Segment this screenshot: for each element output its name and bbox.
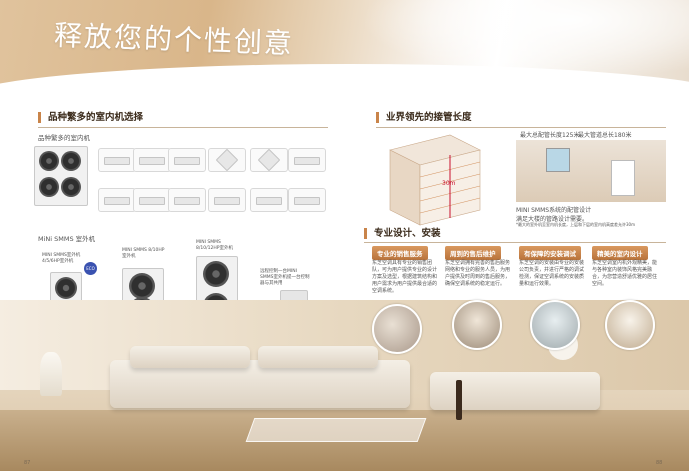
- column-text: 东芝空调的安装由专业的安装公司负责，并进行严格的调试检测，保证空调系统的安装质量…: [519, 260, 585, 287]
- spec-pipe-length: 最大总配管长度125米: [520, 132, 580, 139]
- column-title: 精美的室内设计: [592, 246, 648, 260]
- sofa: [110, 360, 410, 408]
- eco-badge: ECO: [84, 262, 97, 275]
- model-label: MINI SMMS 8/10HP室外机: [122, 248, 165, 259]
- fan-icon: [39, 151, 59, 171]
- photo-installation: [530, 300, 580, 350]
- column-title: 专业的销售服务: [372, 246, 428, 260]
- divider: [376, 127, 666, 128]
- fan-icon: [61, 177, 81, 197]
- model-label: MINI SMMS室外机4/5/6HP室外机: [42, 253, 81, 264]
- section-title-pipe: 业界领先的接管长度: [376, 112, 472, 123]
- room-diagram: [516, 140, 666, 202]
- section-title-service: 专业设计、安装: [364, 228, 441, 239]
- living-room-scene: [0, 300, 689, 471]
- column-title: 有保障的安装调试: [519, 246, 581, 260]
- indoor-unit-thumb: [288, 148, 326, 172]
- sofa-cushion: [258, 346, 378, 368]
- door: [611, 160, 635, 196]
- photo-service: [372, 304, 422, 354]
- section-title-indoor: 品种繁多的室内机选择: [38, 112, 143, 123]
- outdoor-unit-hero: [34, 146, 88, 206]
- indoor-unit-thumb: [168, 188, 206, 212]
- column-text: 东芝空调具有专业的销售团队，可为用户提供专业的设计方案及选型，根据建筑结构和用户…: [372, 260, 438, 294]
- indoor-subtitle: 品种繁多的室内机: [38, 134, 90, 142]
- indoor-unit-thumb: [208, 188, 246, 212]
- vase: [456, 380, 462, 420]
- column-text: 东芝空调室内机外观精美，能与各种室内装饰风格完美融合，为您营造舒适优雅的居住空间…: [592, 260, 658, 287]
- header-band: 释放您的个性创意: [0, 0, 689, 134]
- indoor-unit-thumb: [250, 148, 288, 172]
- outdoor-title: MiNi SMMS 室外机: [38, 235, 96, 243]
- pipe-footnote: *最大的室外机至室内机长度，上层和下层的室内机高度差允许30m: [516, 222, 635, 227]
- page-number-left: 87: [24, 460, 31, 466]
- building-diagram: 30m: [389, 134, 481, 226]
- window: [546, 148, 570, 172]
- glass-table: [245, 418, 427, 442]
- indoor-unit-thumb: [168, 148, 206, 172]
- sofa-cushion: [130, 346, 250, 368]
- model-label: MINI SMMS 8/10/12HP室外机: [196, 240, 233, 251]
- floor-lamp: [40, 352, 62, 396]
- indoor-unit-thumb: [98, 188, 136, 212]
- fan-icon: [203, 261, 229, 287]
- page-title: 释放您的个性创意: [53, 18, 295, 61]
- divider: [38, 127, 328, 128]
- pipe-note: MINI SMMS系统的配管设计满足大楼的管路设计需要。: [516, 207, 592, 223]
- fan-icon: [55, 277, 77, 299]
- photo-interior: [605, 300, 655, 350]
- indoor-unit-thumb: [208, 148, 246, 172]
- page-number-right: 88: [656, 460, 663, 466]
- fan-icon: [61, 151, 81, 171]
- column-text: 东芝空调拥有完善的售后服务网络和专业的服务人员，为用户提供及时周到的售后服务，确…: [445, 260, 511, 287]
- header-curve: [0, 64, 689, 134]
- indoor-unit-thumb: [133, 188, 171, 212]
- indoor-unit-thumb: [133, 148, 171, 172]
- indoor-unit-thumb: [98, 148, 136, 172]
- fan-icon: [129, 273, 155, 299]
- fan-icon: [39, 177, 59, 197]
- indoor-unit-thumb: [288, 188, 326, 212]
- divider: [364, 242, 666, 243]
- indoor-unit-thumb: [250, 188, 288, 212]
- height-label: 30m: [442, 180, 456, 187]
- photo-maintenance: [452, 300, 502, 350]
- controller-note: 远程控制一台MINI SMMS室外机提一台控制器与其共用: [260, 269, 310, 286]
- column-title: 周到的售后维护: [445, 246, 501, 260]
- spec-total-length: 最大管道总长180米: [578, 132, 632, 139]
